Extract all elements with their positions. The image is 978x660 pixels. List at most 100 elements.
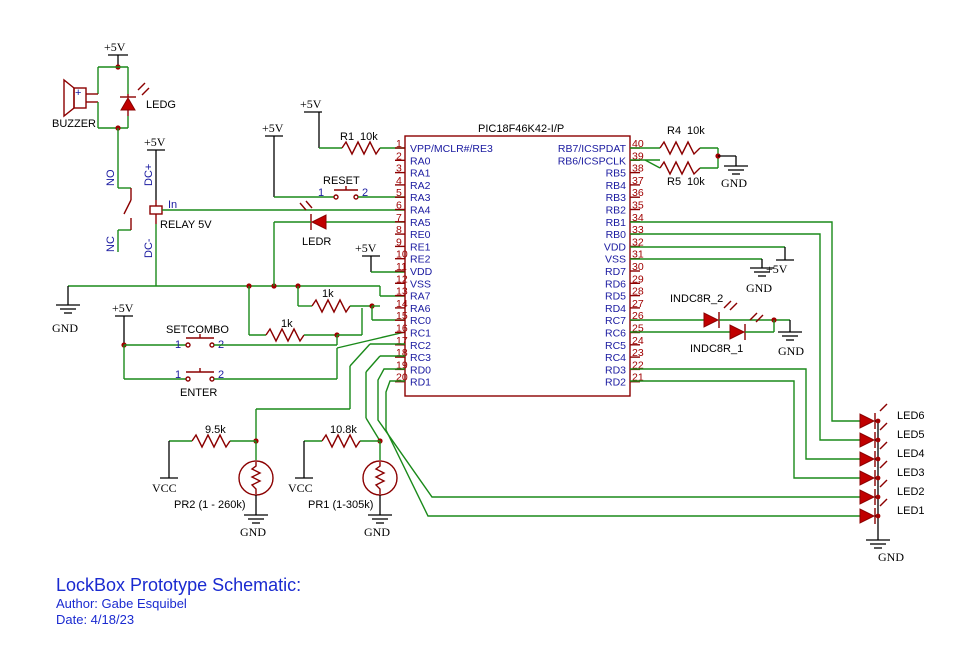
ic-pin-number: 39 [632, 150, 644, 162]
indc8r-2-led-icon [703, 300, 738, 328]
ic-pin-name: RD3 [605, 364, 626, 376]
ic-pin-name: VSS [605, 254, 626, 266]
ic-name: PIC18F46K42-I/P [478, 123, 564, 135]
ic-pin-name: RC1 [410, 328, 431, 340]
setcombo-label: SETCOMBO [166, 324, 229, 336]
power-label-vdd-right: +5V [766, 262, 788, 276]
r1-value: 10k [360, 131, 378, 143]
r5-resistor-icon [659, 160, 701, 176]
enter-button-icon[interactable] [185, 368, 215, 382]
ic-pin-number: 9 [396, 236, 402, 248]
ic-pin-number: 4 [396, 175, 402, 187]
ic-pin-number: 20 [396, 372, 408, 384]
r-10k8-value: 10.8k [330, 424, 357, 436]
pr2-label: PR2 (1 - 260k) [174, 499, 246, 511]
relay-no-label: NO [105, 169, 117, 186]
indicator-led-section: INDC8R_2 INDC8R_1 GND [630, 293, 804, 358]
ic-pin-number: 30 [632, 261, 644, 273]
buzzer-icon [63, 78, 98, 118]
r-1k-a-value: 1k [322, 288, 334, 300]
ic-pin-name: RB2 [606, 205, 627, 217]
led-label: LED5 [897, 429, 925, 441]
reset-button-icon[interactable] [333, 186, 359, 200]
date-line: Date: 4/18/23 [56, 612, 135, 627]
ic-pin-number: 33 [632, 224, 644, 236]
ic-pin-number: 29 [632, 273, 644, 285]
setcombo-button-icon[interactable] [185, 334, 215, 348]
schematic-title: LockBox Prototype Schematic: [56, 575, 302, 595]
power-label-relay: +5V [144, 135, 166, 149]
ic-pin-number: 12 [396, 273, 408, 285]
r1-resistor-icon [341, 140, 381, 156]
led-green-icon [120, 82, 150, 116]
led-ray [879, 460, 888, 469]
ic-pin-number: 7 [396, 212, 402, 224]
ic-pin-name: RC0 [410, 315, 431, 327]
junction-dot [875, 475, 881, 481]
ic-pin-number: 14 [396, 298, 408, 310]
ic-pin-number: 17 [396, 335, 408, 347]
reset-pin1-label: 1 [318, 187, 324, 199]
ic-pin-name: RB7/ICSPDAT [558, 143, 627, 155]
relay-section: +5V DC+ NO NC DC- In RELAY 5V [105, 135, 405, 286]
reset-section: +5V RESET 1 2 +5V R1 10k [262, 97, 405, 200]
r4-value: 10k [687, 125, 705, 137]
r-1k-b-resistor-icon [265, 327, 305, 343]
led-ray [879, 479, 888, 488]
switch-section: 1k 1k +5V SETCOMBO 1 2 1 2 [112, 286, 406, 399]
ic-pin-number: 32 [632, 236, 644, 248]
ic-right-pins: 40RB7/ICSPDAT39RB6/ICSPCLK38RB537RB436RB… [558, 138, 644, 389]
buzzer-plus-label: + [75, 87, 81, 99]
ic-pin-name: RB3 [606, 192, 627, 204]
ic-pin-name: RC7 [605, 315, 626, 327]
ic-pin-number: 1 [396, 138, 402, 150]
power-label-vdd: +5V [355, 241, 377, 255]
ground-label-vss: GND [746, 281, 772, 295]
ic-pin-number: 22 [632, 359, 644, 371]
ic-pin-number: 3 [396, 163, 402, 175]
ic-pin-number: 28 [632, 286, 644, 298]
relay-dcminus-label: DC- [143, 238, 155, 258]
ic-pin-name: RD0 [410, 364, 431, 376]
led-ray [879, 422, 888, 431]
ic-pin-number: 18 [396, 347, 408, 359]
led-label: LED2 [897, 486, 925, 498]
ground-label-led-bank: GND [878, 550, 904, 564]
pr1-label: PR1 (1-305k) [308, 499, 373, 511]
ic-pin-name: VDD [604, 241, 627, 253]
junction-dot [875, 418, 881, 424]
ic-pin-name: VPP/MCLR#/RE3 [410, 143, 493, 155]
led-red-icon [299, 200, 327, 230]
ic-pin-name: RA1 [410, 168, 431, 180]
setcombo-pin1-label: 1 [175, 339, 181, 351]
relay-in-label: In [168, 199, 177, 211]
ic-pin-name: RA3 [410, 192, 431, 204]
ic-pin-number: 26 [632, 310, 644, 322]
buzzer-ledg-section: +5V + BUZZER LEDG [52, 40, 176, 252]
enter-pin2-label: 2 [218, 369, 224, 381]
r-1k-a-resistor-icon [311, 298, 351, 314]
relay-label: RELAY 5V [160, 219, 212, 231]
r-1k-b-value: 1k [281, 318, 293, 330]
ic-pin-name: RB6/ICSPCLK [558, 155, 626, 167]
r1-label: R1 [340, 131, 354, 143]
photoresistor-section: 9.5k VCC PR2 (1 - 260k) GND 10.8k VCC [152, 343, 405, 539]
led-icon [859, 451, 876, 467]
ic-pin-number: 27 [632, 298, 644, 310]
ledg-label: LEDG [146, 99, 176, 111]
indc8r-1-led-icon [729, 312, 764, 340]
ic-pin-name: RA7 [410, 291, 431, 303]
r4-r5-section: R4 10k R5 10k GND [630, 125, 748, 190]
r5-value: 10k [687, 176, 705, 188]
led-icon [859, 508, 876, 524]
led-icon [859, 413, 876, 429]
ground-label-indc: GND [778, 344, 804, 358]
ic-pin-name: RA5 [410, 217, 431, 229]
r-9k5-resistor-icon [191, 433, 231, 449]
r4-resistor-icon [659, 140, 701, 156]
junction-dot [875, 456, 881, 462]
led-ray [879, 441, 888, 450]
led-label: LED1 [897, 505, 925, 517]
